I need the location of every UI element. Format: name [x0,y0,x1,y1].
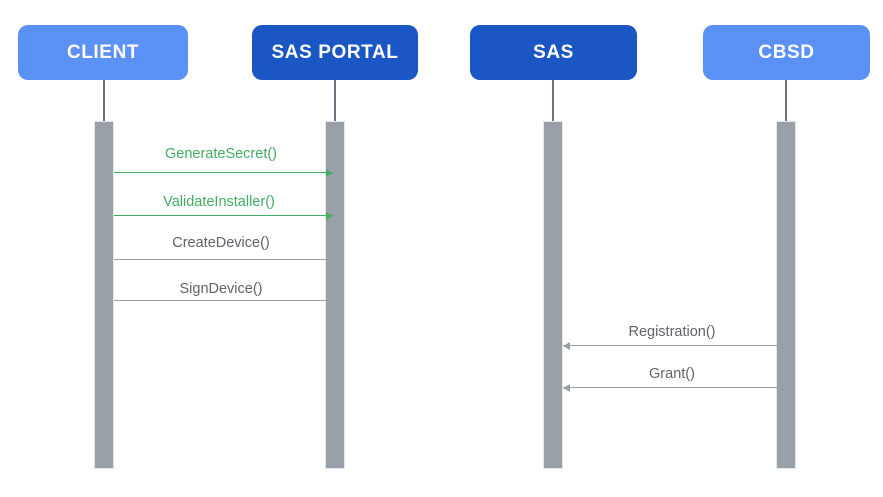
message-line-grant [563,387,778,388]
lifeline-sas [552,79,554,123]
activation-bar-sas-portal [325,121,345,469]
actor-label-sas-portal: SAS PORTAL [271,41,399,63]
actor-box-sas-portal[interactable]: SAS PORTAL [252,25,418,80]
message-label-validate-installer: ValidateInstaller() [163,194,275,210]
message-label-generate-secret: GenerateSecret() [164,146,278,162]
message-line-sign-device [114,300,333,301]
actor-label-sas: SAS [533,41,574,63]
actor-box-cbsd[interactable]: CBSD [703,25,870,80]
message-line-generate-secret [114,172,333,173]
lifeline-client [103,79,105,123]
actor-box-client[interactable]: CLIENT [18,25,188,80]
message-label-grant: Grant() [649,366,695,382]
message-arrowhead-registration [563,341,570,350]
message-arrowhead-generate-secret [326,168,333,177]
lifeline-cbsd [785,79,787,123]
message-line-validate-installer [114,215,333,216]
lifeline-sas-portal [334,79,336,123]
activation-bar-client [94,121,114,469]
message-line-registration [563,345,778,346]
message-arrowhead-create-device [326,255,333,264]
activation-bar-sas [543,121,563,469]
message-line-create-device [114,259,333,260]
message-label-create-device: CreateDevice() [172,235,270,251]
message-arrowhead-sign-device [326,296,333,305]
message-arrowhead-validate-installer [326,211,333,220]
message-arrowhead-grant [563,383,570,392]
actor-label-client: CLIENT [66,41,140,63]
activation-bar-cbsd [776,121,796,469]
message-label-registration: Registration() [628,324,716,340]
actor-label-cbsd: CBSD [758,41,815,63]
actor-box-sas[interactable]: SAS [470,25,637,80]
message-label-sign-device: SignDevice() [179,281,263,297]
